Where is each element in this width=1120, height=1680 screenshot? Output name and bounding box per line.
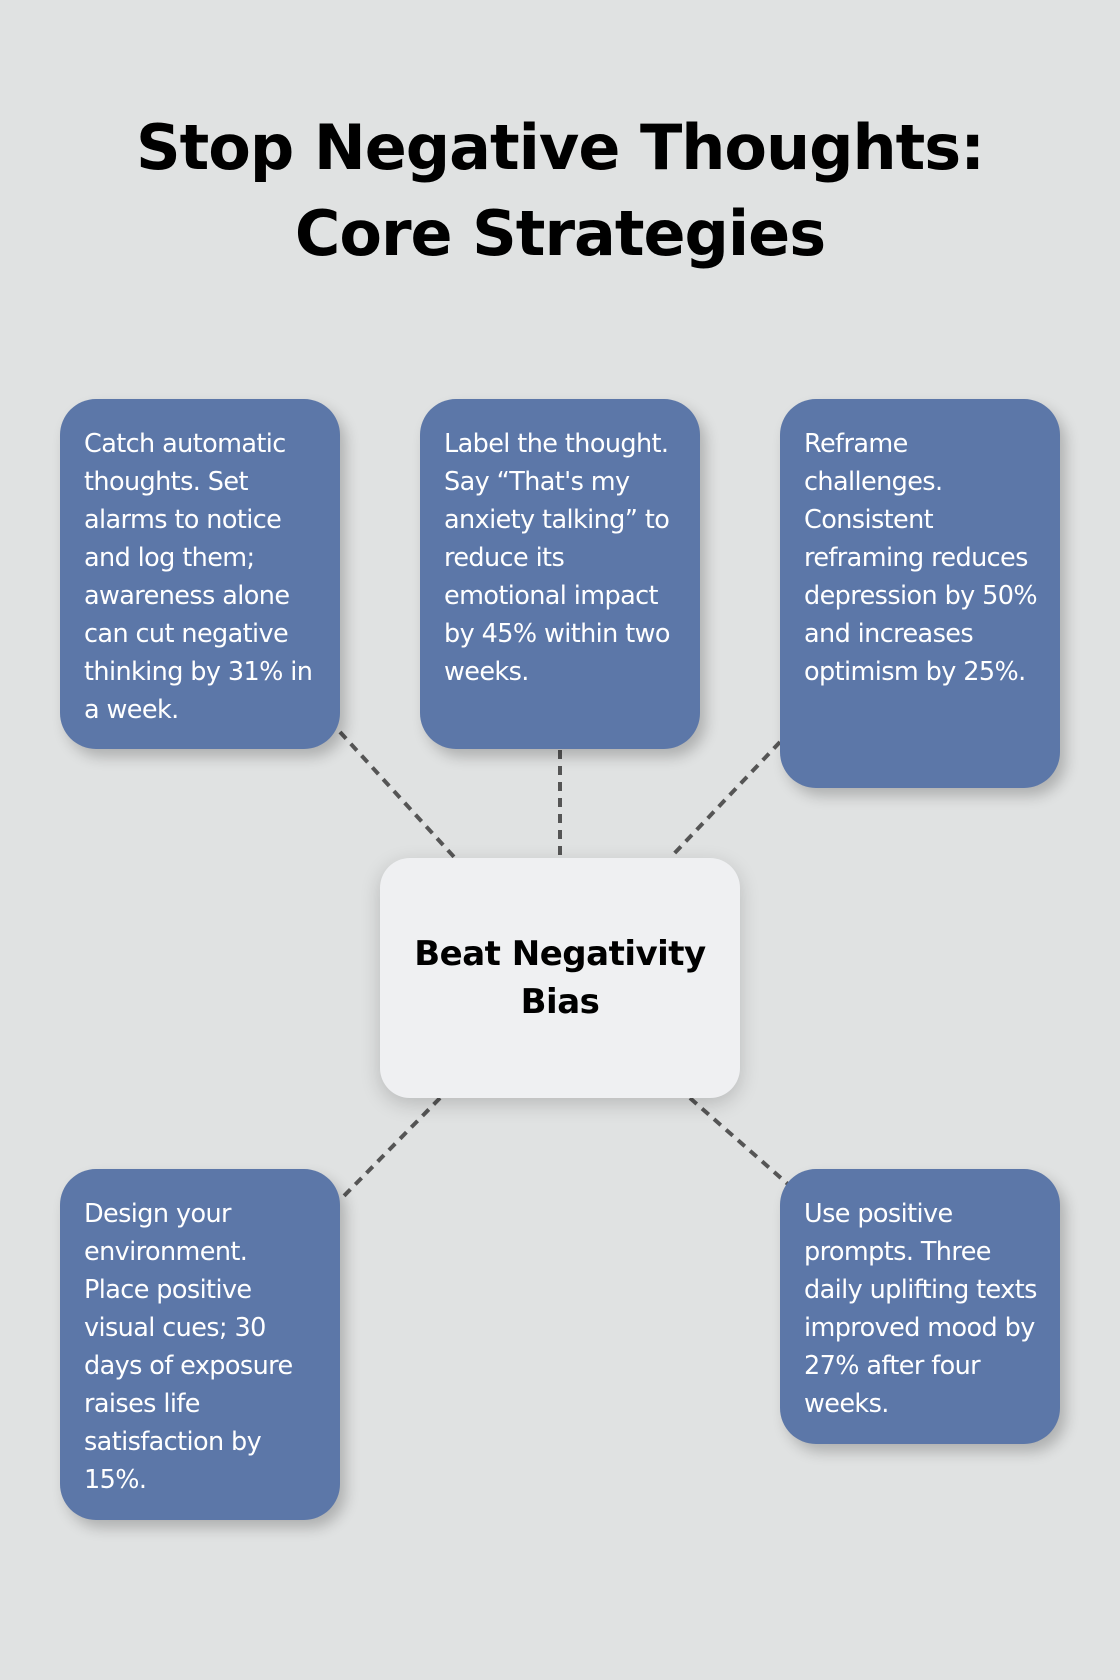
strategy-card-reframe: Reframe challenges. Consistent reframing… <box>780 399 1060 788</box>
connector-bottom-right <box>688 1096 792 1188</box>
card-text: Use positive prompts. Three daily uplift… <box>804 1199 1037 1419</box>
card-text: Reframe challenges. Consistent reframing… <box>804 429 1038 687</box>
center-node: Beat Negativity Bias <box>380 858 740 1098</box>
connector-bottom-left <box>338 1096 442 1202</box>
strategy-card-design-environment: Design your environment. Place positive … <box>60 1169 340 1520</box>
page-title: Stop Negative Thoughts: Core Strategies <box>136 111 985 270</box>
connector-top-left <box>338 730 457 860</box>
center-node-label: Beat Negativity Bias <box>414 934 706 1022</box>
card-text: Label the thought. Say “That's my anxiet… <box>444 429 670 687</box>
strategy-card-positive-prompts: Use positive prompts. Three daily uplift… <box>780 1169 1060 1444</box>
strategy-card-catch-thoughts: Catch automatic thoughts. Set alarms to … <box>60 399 340 749</box>
card-text: Catch automatic thoughts. Set alarms to … <box>84 429 313 725</box>
connector-top-right <box>668 740 782 860</box>
strategy-card-label-thought: Label the thought. Say “That's my anxiet… <box>420 399 700 749</box>
card-text: Design your environment. Place positive … <box>84 1199 293 1495</box>
